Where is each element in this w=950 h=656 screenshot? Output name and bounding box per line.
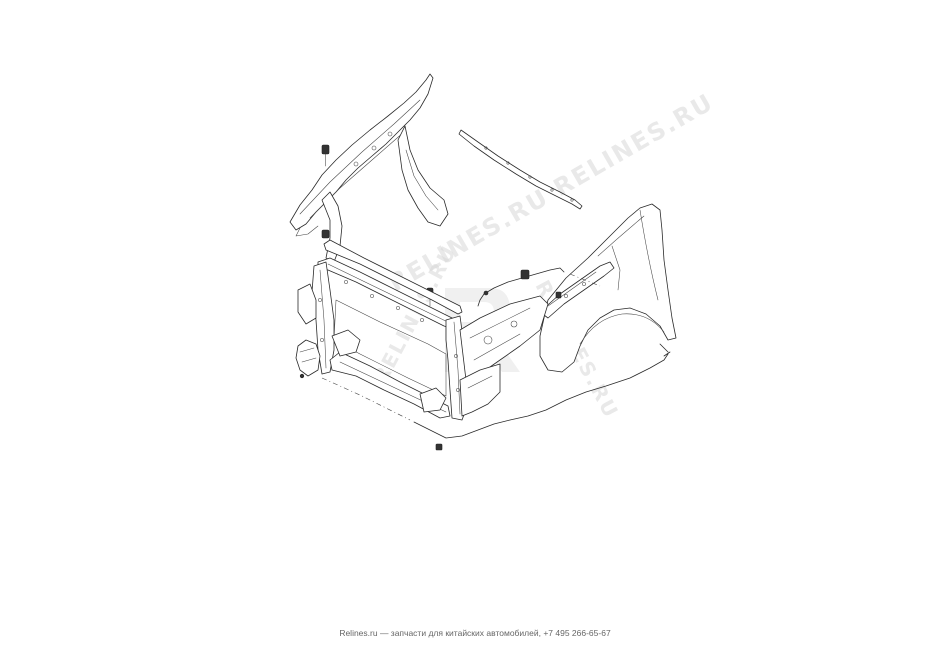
- radiator-support-frame: [297, 239, 549, 421]
- right-fender: [539, 203, 677, 373]
- footer-text: Relines.ru — запчасти для китайских авто…: [339, 628, 611, 638]
- hood-latch: [295, 339, 321, 379]
- bump-stop-upper-left: [321, 144, 330, 167]
- bump-stop-left: [321, 229, 330, 239]
- bump-stop-right: [520, 269, 530, 280]
- hood-seal-strip: [458, 129, 583, 210]
- hood-release-cable: [321, 351, 671, 439]
- left-fender-apron: [289, 73, 449, 263]
- watermark: RELINES.RU RELINES.RU RELINES.RU RELINES…: [368, 88, 718, 423]
- clip-right: [555, 291, 562, 299]
- right-apron-rail: [539, 261, 615, 319]
- clip-bottom: [435, 443, 443, 451]
